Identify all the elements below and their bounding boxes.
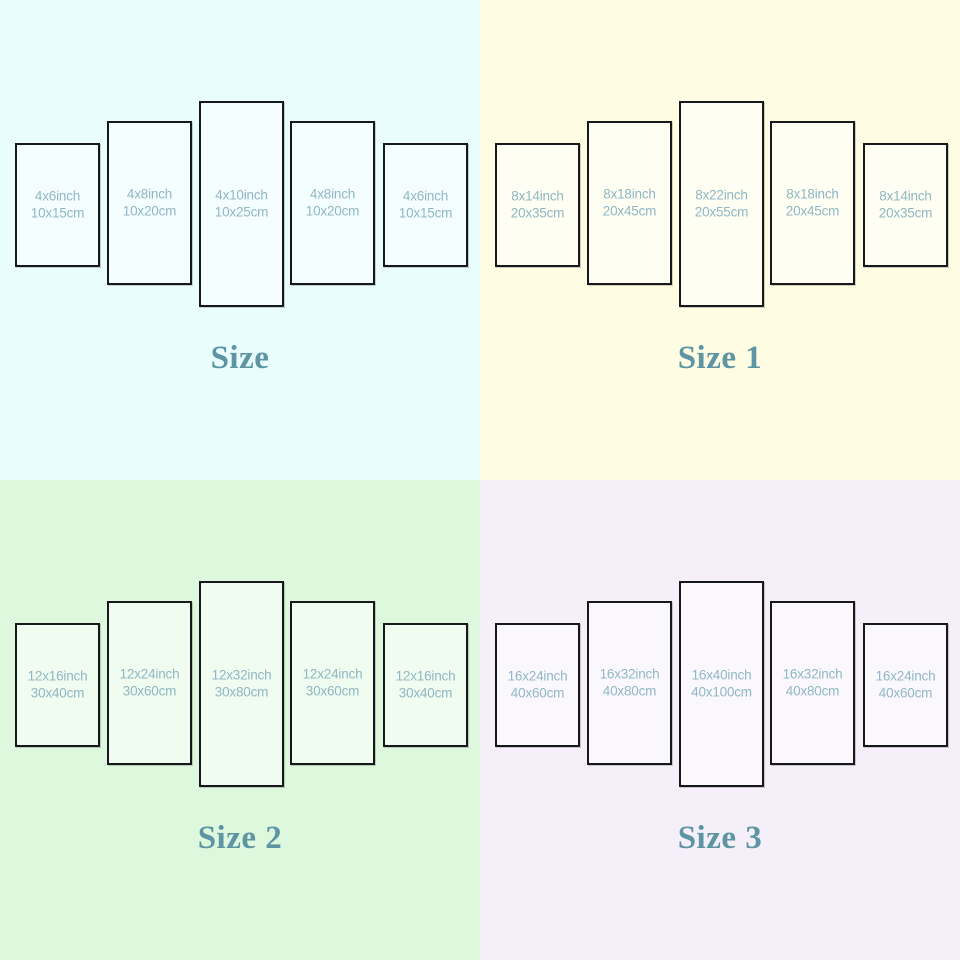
canvas-panel-4-cm: 40x80cm	[785, 684, 840, 699]
canvas-panel-2-inch: 12x24inch	[119, 666, 180, 682]
canvas-panel-4[interactable]: 16x32inch 40x80cm	[770, 601, 855, 765]
quadrant-caption-size: Size	[210, 340, 270, 376]
canvas-panel-2-label: 12x24inch 30x60cm	[103, 666, 196, 701]
canvas-panel-5-cm: 20x35cm	[878, 206, 933, 221]
canvas-panel-4-label: 4x8inch 10x20cm	[286, 186, 379, 221]
canvas-panel-4-inch: 4x8inch	[309, 186, 356, 202]
canvas-panel-3-cm: 20x55cm	[694, 205, 749, 220]
canvas-panel-5[interactable]: 12x16inch 30x40cm	[383, 623, 468, 747]
quadrant-size: 4x6inch 10x15cm 4x8inch 10x20cm 4x10inch…	[0, 0, 480, 480]
canvas-panel-1[interactable]: 16x24inch 40x60cm	[495, 623, 580, 747]
canvas-panel-2-label: 16x32inch 40x80cm	[583, 666, 676, 701]
canvas-panel-1-label: 8x14inch 20x35cm	[491, 188, 584, 223]
canvas-panel-3-inch: 16x40inch	[691, 667, 752, 683]
canvas-panel-4-inch: 8x18inch	[786, 186, 839, 202]
panel-group-size-1: 8x14inch 20x35cm 8x18inch 20x45cm 8x22in…	[480, 0, 960, 330]
canvas-panel-5[interactable]: 4x6inch 10x15cm	[383, 143, 468, 267]
canvas-panel-2[interactable]: 12x24inch 30x60cm	[107, 601, 192, 765]
quadrant-caption-size-2: Size 2	[197, 820, 283, 856]
canvas-panel-3-inch: 4x10inch	[215, 187, 268, 203]
canvas-panel-5-label: 16x24inch 40x60cm	[859, 668, 952, 703]
canvas-panel-3[interactable]: 16x40inch 40x100cm	[679, 581, 764, 787]
canvas-panel-3-label: 16x40inch 40x100cm	[675, 667, 768, 702]
canvas-panel-4-inch: 16x32inch	[782, 666, 843, 682]
canvas-panel-3-inch: 12x32inch	[211, 667, 272, 683]
canvas-panel-2-cm: 10x20cm	[122, 204, 177, 219]
canvas-panel-1[interactable]: 12x16inch 30x40cm	[15, 623, 100, 747]
canvas-panel-4-label: 8x18inch 20x45cm	[766, 186, 859, 221]
canvas-panel-5-cm: 40x60cm	[878, 686, 933, 701]
quadrant-caption-size-3: Size 3	[677, 820, 763, 856]
canvas-panel-1-cm: 10x15cm	[30, 206, 85, 221]
canvas-panel-5-label: 8x14inch 20x35cm	[859, 188, 952, 223]
canvas-panel-1-inch: 4x6inch	[34, 188, 81, 204]
canvas-panel-4-cm: 10x20cm	[305, 204, 360, 219]
canvas-panel-4[interactable]: 8x18inch 20x45cm	[770, 121, 855, 285]
panel-group-size: 4x6inch 10x15cm 4x8inch 10x20cm 4x10inch…	[0, 0, 480, 330]
canvas-panel-5[interactable]: 16x24inch 40x60cm	[863, 623, 948, 747]
canvas-panel-4-inch: 12x24inch	[302, 666, 363, 682]
canvas-panel-1-label: 16x24inch 40x60cm	[491, 668, 584, 703]
canvas-panel-4[interactable]: 12x24inch 30x60cm	[290, 601, 375, 765]
canvas-panel-3[interactable]: 4x10inch 10x25cm	[199, 101, 284, 307]
canvas-panel-3[interactable]: 12x32inch 30x80cm	[199, 581, 284, 787]
canvas-panel-3-label: 4x10inch 10x25cm	[195, 187, 288, 222]
canvas-panel-5-inch: 12x16inch	[395, 668, 456, 684]
canvas-panel-3-cm: 30x80cm	[214, 685, 269, 700]
canvas-panel-3-cm: 40x100cm	[691, 685, 752, 700]
canvas-panel-1-inch: 16x24inch	[507, 668, 568, 684]
canvas-panel-3-label: 12x32inch 30x80cm	[195, 667, 288, 702]
canvas-panel-4[interactable]: 4x8inch 10x20cm	[290, 121, 375, 285]
canvas-panel-2[interactable]: 8x18inch 20x45cm	[587, 121, 672, 285]
canvas-panel-3-cm: 10x25cm	[214, 205, 269, 220]
canvas-panel-2[interactable]: 16x32inch 40x80cm	[587, 601, 672, 765]
canvas-panel-1-cm: 40x60cm	[510, 686, 565, 701]
canvas-panel-1[interactable]: 4x6inch 10x15cm	[15, 143, 100, 267]
canvas-panel-1-cm: 20x35cm	[510, 206, 565, 221]
quadrant-size-3: 16x24inch 40x60cm 16x32inch 40x80cm 16x4…	[480, 480, 960, 960]
panel-group-size-3: 16x24inch 40x60cm 16x32inch 40x80cm 16x4…	[480, 480, 960, 810]
canvas-panel-1-label: 4x6inch 10x15cm	[11, 188, 104, 223]
canvas-panel-5-inch: 4x6inch	[402, 188, 449, 204]
canvas-panel-5-label: 4x6inch 10x15cm	[379, 188, 472, 223]
canvas-panel-4-cm: 30x60cm	[305, 684, 360, 699]
canvas-panel-2-label: 4x8inch 10x20cm	[103, 186, 196, 221]
canvas-panel-5-label: 12x16inch 30x40cm	[379, 668, 472, 703]
canvas-panel-5[interactable]: 8x14inch 20x35cm	[863, 143, 948, 267]
canvas-panel-2-inch: 16x32inch	[599, 666, 660, 682]
canvas-panel-5-inch: 8x14inch	[879, 188, 932, 204]
canvas-panel-2[interactable]: 4x8inch 10x20cm	[107, 121, 192, 285]
canvas-panel-1[interactable]: 8x14inch 20x35cm	[495, 143, 580, 267]
canvas-panel-3[interactable]: 8x22inch 20x55cm	[679, 101, 764, 307]
canvas-panel-1-inch: 12x16inch	[27, 668, 88, 684]
canvas-panel-1-cm: 30x40cm	[30, 686, 85, 701]
canvas-panel-2-inch: 8x18inch	[603, 186, 656, 202]
canvas-panel-4-cm: 20x45cm	[785, 204, 840, 219]
panel-group-size-2: 12x16inch 30x40cm 12x24inch 30x60cm 12x3…	[0, 480, 480, 810]
canvas-panel-2-label: 8x18inch 20x45cm	[583, 186, 676, 221]
quadrant-caption-size-1: Size 1	[677, 340, 763, 376]
canvas-panel-5-cm: 30x40cm	[398, 686, 453, 701]
canvas-panel-2-cm: 20x45cm	[602, 204, 657, 219]
canvas-panel-5-inch: 16x24inch	[875, 668, 936, 684]
canvas-panel-2-cm: 30x60cm	[122, 684, 177, 699]
canvas-panel-3-inch: 8x22inch	[695, 187, 748, 203]
canvas-panel-4-label: 12x24inch 30x60cm	[286, 666, 379, 701]
quadrant-size-2: 12x16inch 30x40cm 12x24inch 30x60cm 12x3…	[0, 480, 480, 960]
canvas-panel-3-label: 8x22inch 20x55cm	[675, 187, 768, 222]
canvas-panel-1-inch: 8x14inch	[511, 188, 564, 204]
canvas-panel-2-cm: 40x80cm	[602, 684, 657, 699]
quadrant-size-1: 8x14inch 20x35cm 8x18inch 20x45cm 8x22in…	[480, 0, 960, 480]
canvas-panel-2-inch: 4x8inch	[126, 186, 173, 202]
canvas-panel-1-label: 12x16inch 30x40cm	[11, 668, 104, 703]
canvas-panel-5-cm: 10x15cm	[398, 206, 453, 221]
canvas-panel-4-label: 16x32inch 40x80cm	[766, 666, 859, 701]
